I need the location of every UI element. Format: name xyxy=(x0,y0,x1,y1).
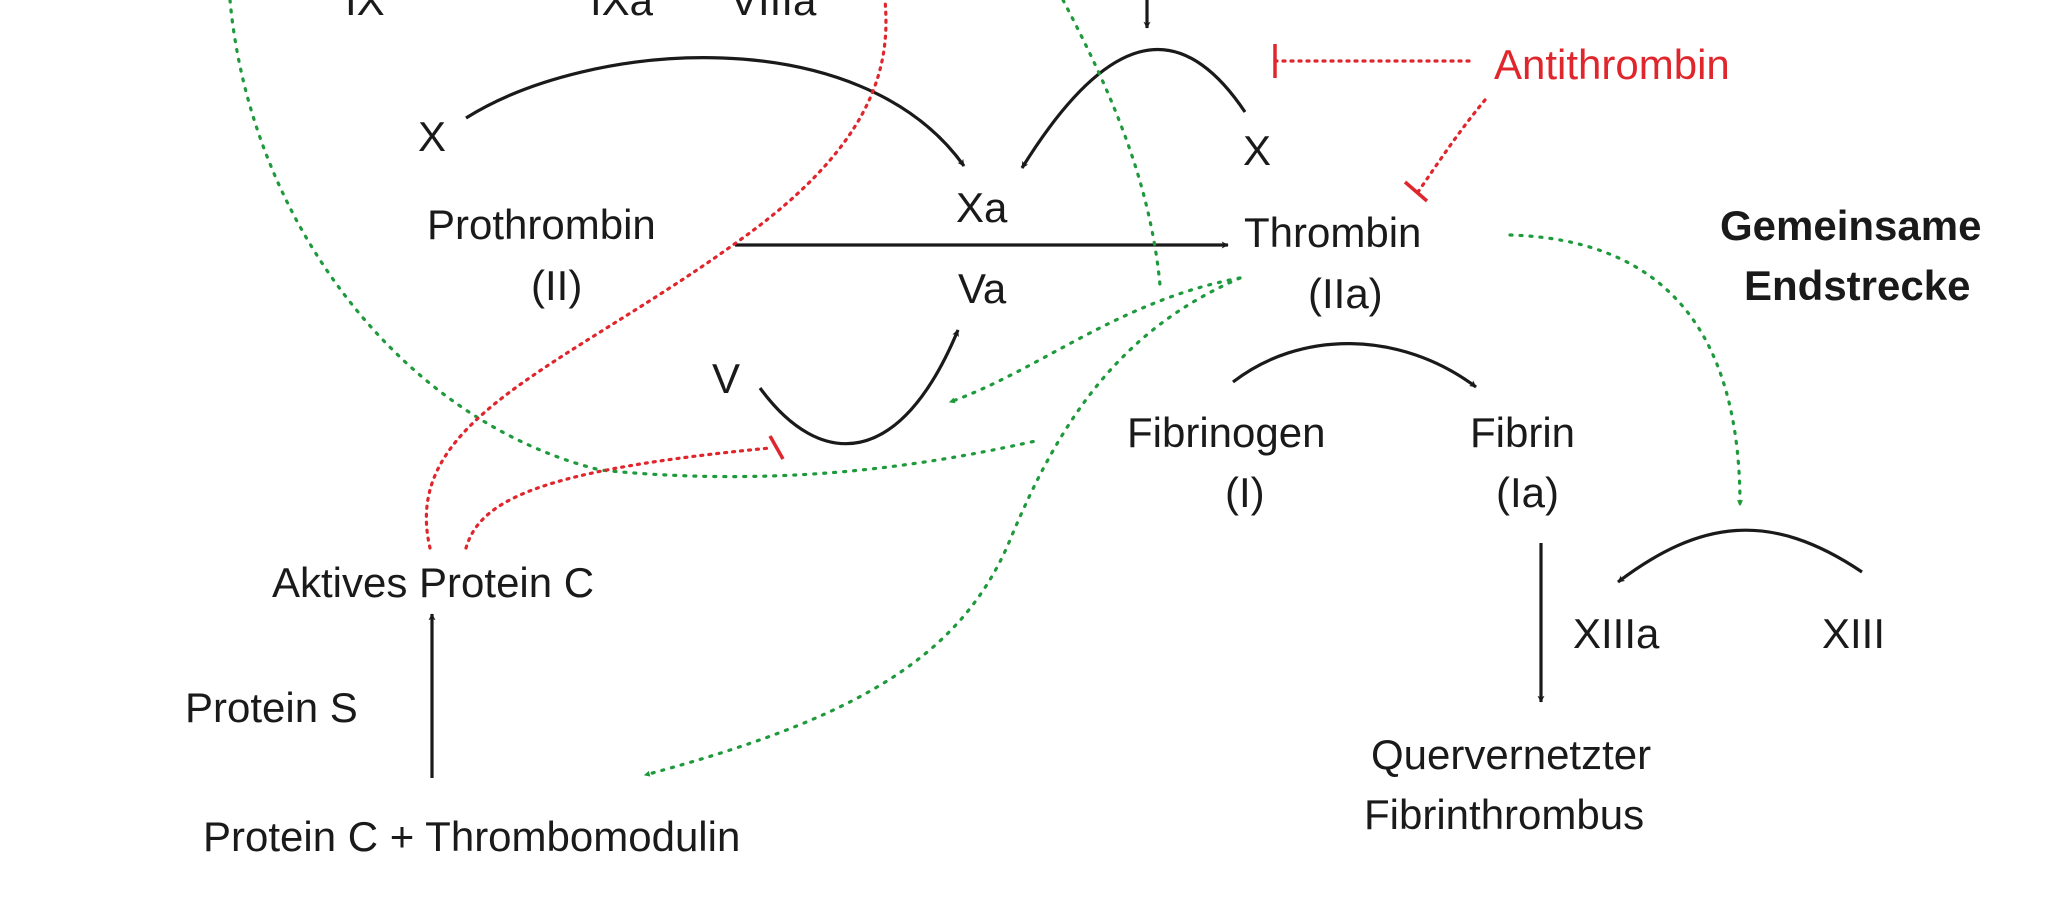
red-dotted-antithrombin-to-thrombin xyxy=(1416,98,1487,194)
label-prothrombin: Prothrombin xyxy=(427,201,656,248)
label-x-left: X xyxy=(418,113,446,160)
arrow-fibrinogen-to-fibrin xyxy=(1232,342,1477,389)
label-protein-c-thrombomodulin: Protein C + Thrombomodulin xyxy=(203,813,740,860)
label-prothrombin-roman: (II) xyxy=(531,262,582,309)
label-ixa: IXa xyxy=(590,0,654,24)
label-fibrinthrombus: Fibrinthrombus xyxy=(1364,791,1644,838)
label-endstrecke: Endstrecke xyxy=(1744,262,1970,309)
green-dotted-left-loop xyxy=(228,0,1042,479)
arrow-v-to-va xyxy=(758,329,960,446)
label-fibrinogen: Fibrinogen xyxy=(1127,409,1325,456)
red-dotted-aktives-to-v xyxy=(464,446,772,550)
red-dotted-aktives-to-viiia xyxy=(424,0,888,550)
arrow-xiii-to-xiiia xyxy=(1617,528,1863,584)
label-xa: Xa xyxy=(956,184,1008,231)
arrow-x-right-to-xa xyxy=(1020,47,1247,169)
label-va: Va xyxy=(958,265,1007,312)
label-x-right: X xyxy=(1243,127,1271,174)
label-fibrin-roman: (Ia) xyxy=(1496,469,1559,516)
arrow-x-to-xa xyxy=(465,56,966,167)
label-viiia: VIIIa xyxy=(730,0,817,24)
label-quervernetzter: Quervernetzter xyxy=(1371,731,1651,778)
label-thrombin-roman: (IIa) xyxy=(1308,270,1383,317)
label-fibrin: Fibrin xyxy=(1470,409,1575,456)
label-aktives-protein-c: Aktives Protein C xyxy=(272,559,594,606)
label-xiiia: XIIIa xyxy=(1573,610,1660,657)
label-gemeinsame: Gemeinsame xyxy=(1720,202,1981,249)
green-dotted-thrombin-to-v xyxy=(948,276,1242,404)
green-dotted-thrombin-to-xiii xyxy=(1508,233,1743,507)
inhibit-bar-thrombin xyxy=(1403,180,1429,203)
label-protein-s: Protein S xyxy=(185,684,358,731)
label-antithrombin: Antithrombin xyxy=(1494,41,1730,88)
inhibit-bar-v xyxy=(768,435,785,460)
label-xiii: XIII xyxy=(1822,610,1885,657)
label-v: V xyxy=(712,355,740,402)
label-ix: IX xyxy=(345,0,385,24)
green-dotted-top-to-thrombin xyxy=(1061,0,1162,287)
label-fibrinogen-roman: (I) xyxy=(1225,469,1265,516)
label-thrombin: Thrombin xyxy=(1244,209,1421,256)
green-dotted-thrombin-to-protein-c xyxy=(643,276,1242,777)
